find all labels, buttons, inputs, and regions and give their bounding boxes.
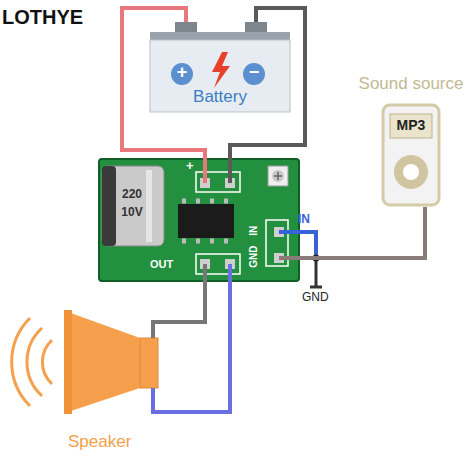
in-wire [300, 232, 316, 258]
mp3-player: Sound sourceMP3 [350, 72, 472, 207]
amplifier-board: +INGNDOUT22010V [98, 158, 300, 282]
wire [163, 282, 205, 322]
polarity-mark: + [174, 62, 190, 83]
screen-text: MP3 [390, 117, 432, 133]
pin-label: IN [248, 226, 260, 236]
source-heading: Sound source [350, 74, 472, 94]
pin-label: GND [248, 246, 260, 268]
signal-name: GND [302, 291, 329, 305]
speaker-label: Speaker [68, 432, 131, 452]
gnd-wire [315, 258, 318, 287]
pin-label: + [186, 159, 194, 174]
speaker-shape [8, 300, 163, 455]
battery-label: Battery [148, 87, 292, 107]
signal-name: IN [298, 213, 310, 227]
polarity-mark: − [246, 62, 262, 83]
capacitor: 22010V [102, 166, 164, 246]
watermark: LOTHYE [2, 6, 83, 29]
capacitor-rating: 10V [117, 206, 147, 220]
wire [300, 207, 425, 258]
wire [163, 282, 230, 412]
speaker: Speaker [8, 300, 163, 455]
gnd-tick [310, 286, 322, 289]
capacitor-value: 220 [117, 188, 147, 202]
pin-label: OUT [150, 258, 173, 271]
battery-box: + − Battery [148, 22, 292, 114]
